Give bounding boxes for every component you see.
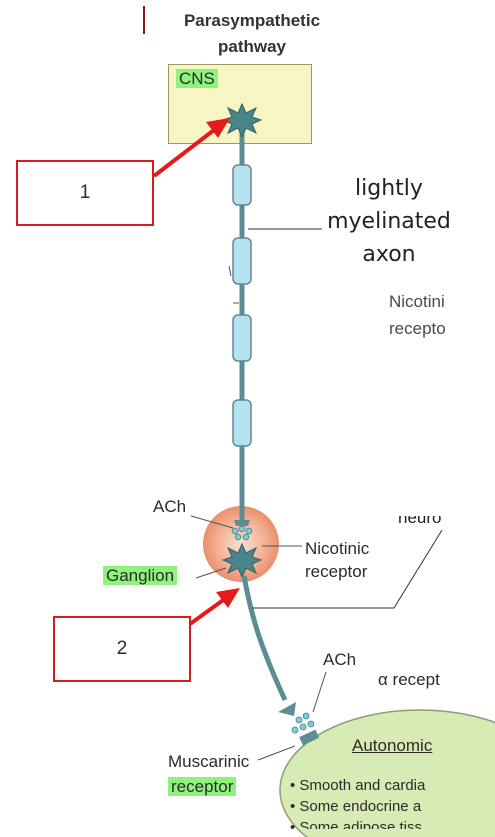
effector-list: • Smooth and cardia • Some endocrine a •… bbox=[290, 775, 425, 829]
myelin-segment bbox=[232, 399, 252, 447]
vesicle-dots-icon bbox=[231, 525, 253, 541]
clipped-label-area: Nicotini recepto neuro α recept Autonomi… bbox=[290, 292, 446, 829]
effector-item: • Some adipose tiss bbox=[290, 819, 422, 829]
axon-label: lightly myelinated axon bbox=[327, 176, 451, 267]
neuro-fragment-label: neuro bbox=[398, 508, 442, 527]
ach-label-bottom: ACh bbox=[323, 650, 357, 669]
red-arrow-icon bbox=[188, 588, 240, 626]
postganglionic-axon bbox=[241, 575, 288, 702]
muscarinic-receptor-label: Muscarinic receptor bbox=[168, 752, 250, 796]
muscarinic-receptor-shape bbox=[299, 729, 320, 746]
nicotinic-receptor-label: Nicotinic receptor bbox=[305, 539, 370, 581]
effector-item: • Smooth and cardia bbox=[290, 777, 426, 794]
myelin-segment bbox=[232, 237, 252, 285]
ach-label-top: ACh bbox=[153, 497, 187, 516]
myelin-segment bbox=[232, 164, 252, 206]
nicotinic-receptor-partial-label: Nicotini recepto bbox=[389, 292, 446, 338]
effector-organ bbox=[279, 709, 495, 837]
title-line-1: Parasympathetic bbox=[183, 11, 321, 30]
diagram-title: Parasympathetic pathway bbox=[152, 8, 352, 60]
myelin-segment bbox=[232, 314, 252, 362]
effector-title: Autonomic bbox=[352, 736, 433, 755]
alpha-receptor-label: α recept bbox=[378, 670, 440, 689]
title-line-2: pathway bbox=[217, 37, 287, 56]
postganglionic-terminal bbox=[278, 702, 296, 716]
title-accent-bar bbox=[143, 6, 145, 34]
ganglion-label: Ganglion bbox=[103, 566, 178, 586]
red-arrow-icon bbox=[152, 118, 230, 178]
preganglionic-terminal bbox=[234, 520, 250, 526]
callout-box-1: 1 bbox=[16, 160, 154, 226]
vesicle-dots-icon bbox=[291, 712, 315, 734]
neuron-cell-body-icon bbox=[221, 102, 263, 139]
cns-label: CNS bbox=[176, 69, 218, 89]
callout-box-2: 2 bbox=[53, 616, 191, 682]
effector-item: • Some endocrine a bbox=[290, 798, 422, 815]
